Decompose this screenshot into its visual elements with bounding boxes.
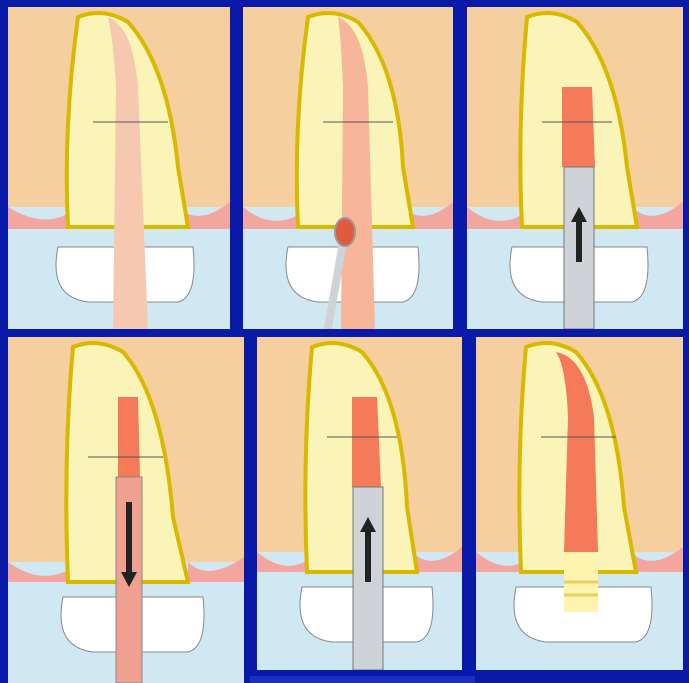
tooth-diagram-5 — [257, 337, 462, 670]
panel-step-2 — [243, 7, 453, 329]
tooth-diagram-1 — [8, 7, 230, 329]
syringe-tip — [335, 218, 355, 246]
panel-step-3 — [467, 7, 683, 329]
bottom-strip — [250, 676, 475, 683]
filling-partial — [352, 397, 381, 487]
filling-partial — [118, 397, 140, 477]
tooth-diagram-2 — [243, 7, 453, 329]
tooth-diagram-4 — [8, 337, 244, 683]
panel-step-4 — [8, 337, 244, 683]
panel-step-1 — [8, 7, 230, 329]
tooth-diagram-6 — [476, 337, 683, 670]
panel-step-6 — [476, 337, 683, 670]
panel-step-5 — [257, 337, 462, 670]
tooth-diagram-3 — [467, 7, 683, 329]
filling-partial — [562, 87, 595, 167]
